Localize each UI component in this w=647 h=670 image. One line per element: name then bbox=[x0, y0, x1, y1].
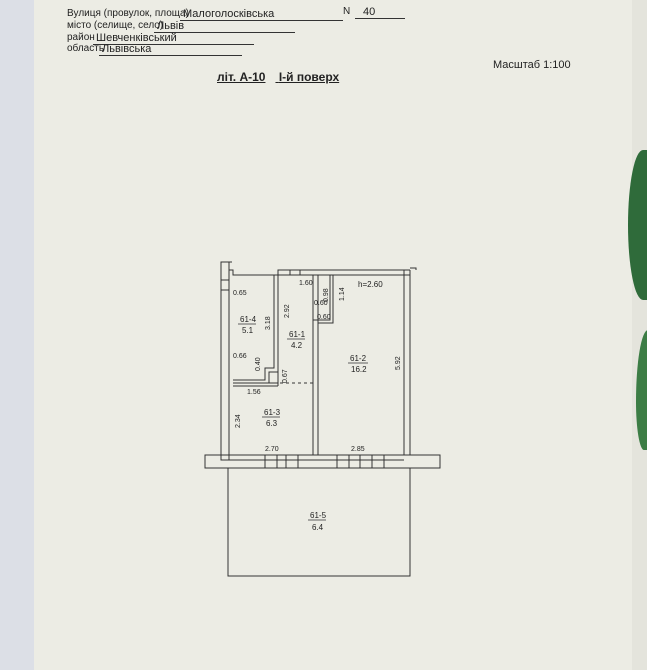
wall bbox=[233, 275, 275, 381]
dimension: 2.85 bbox=[351, 446, 365, 453]
dimension: 0.60 bbox=[317, 314, 331, 321]
room-area-61-5: 6.4 bbox=[312, 523, 324, 532]
room-area-61-4: 5.1 bbox=[242, 326, 254, 335]
district-row: район Шевченківський bbox=[67, 32, 254, 45]
room-id-61-2: 61-2 bbox=[350, 354, 367, 363]
area-outline bbox=[227, 468, 411, 577]
room-id-61-1: 61-1 bbox=[289, 330, 306, 339]
wall bbox=[220, 261, 230, 461]
room-area-61-3: 6.3 bbox=[266, 419, 278, 428]
dimension: 1.14 bbox=[339, 287, 346, 301]
dimension: 1.56 bbox=[247, 389, 261, 396]
dimension: 0.67 bbox=[282, 369, 289, 383]
region-value: Львівська bbox=[99, 43, 242, 56]
district-value: Шевченківський bbox=[93, 32, 254, 45]
city-value: Львів bbox=[154, 20, 295, 33]
dimension: 0.66 bbox=[233, 353, 247, 360]
number-row: N 40 bbox=[343, 6, 405, 19]
wall bbox=[204, 454, 441, 469]
background-leaf bbox=[636, 330, 647, 450]
wall bbox=[318, 275, 334, 324]
paper-sheet bbox=[34, 0, 632, 670]
background-leaf bbox=[628, 150, 647, 300]
dimension: 0.65 bbox=[233, 290, 247, 297]
wall bbox=[313, 275, 331, 321]
wall bbox=[229, 269, 410, 276]
dimension: 2.92 bbox=[284, 304, 291, 318]
dimension: 2.70 bbox=[265, 446, 279, 453]
dimension: 2.34 bbox=[235, 414, 242, 428]
city-row: місто (селище, село) Львів bbox=[67, 20, 295, 33]
dimension: 0.60 bbox=[314, 300, 328, 307]
dimension: 5.92 bbox=[395, 356, 402, 370]
region-row: область Львівська bbox=[67, 43, 242, 56]
district-label: район bbox=[67, 32, 95, 43]
dimension: 0.40 bbox=[255, 357, 262, 371]
room-id-61-4: 61-4 bbox=[240, 315, 257, 324]
floor-label: І-й поверх bbox=[278, 70, 340, 84]
room-area-61-2: 16.2 bbox=[351, 365, 367, 374]
plan-title: літ. А-10 І-й поверх bbox=[217, 70, 349, 84]
background-strip bbox=[0, 0, 34, 670]
room-id-61-3: 61-3 bbox=[264, 408, 281, 417]
dimension: 0.98 bbox=[323, 288, 330, 302]
wall bbox=[403, 270, 411, 456]
number-value: 40 bbox=[355, 6, 405, 19]
number-label: N bbox=[343, 6, 351, 17]
wall bbox=[410, 267, 417, 270]
dimension: 3.18 bbox=[265, 316, 272, 330]
room-area-61-1: 4.2 bbox=[291, 341, 303, 350]
liter-label: літ. А-10 bbox=[217, 70, 266, 84]
room-id-61-5: 61-5 bbox=[310, 511, 327, 520]
scale-label: Масштаб 1:100 bbox=[493, 59, 571, 71]
ceiling-height: h=2.60 bbox=[358, 280, 383, 289]
region-label: область bbox=[67, 43, 105, 54]
dimension: 1.60 bbox=[299, 280, 313, 287]
street-row: Вулиця (провулок, площа) Малоголосківськ… bbox=[67, 8, 343, 21]
city-label: місто (селище, село) bbox=[67, 20, 164, 31]
street-value: Малоголосківська bbox=[180, 8, 343, 21]
street-label: Вулиця (провулок, площа) bbox=[67, 8, 189, 19]
